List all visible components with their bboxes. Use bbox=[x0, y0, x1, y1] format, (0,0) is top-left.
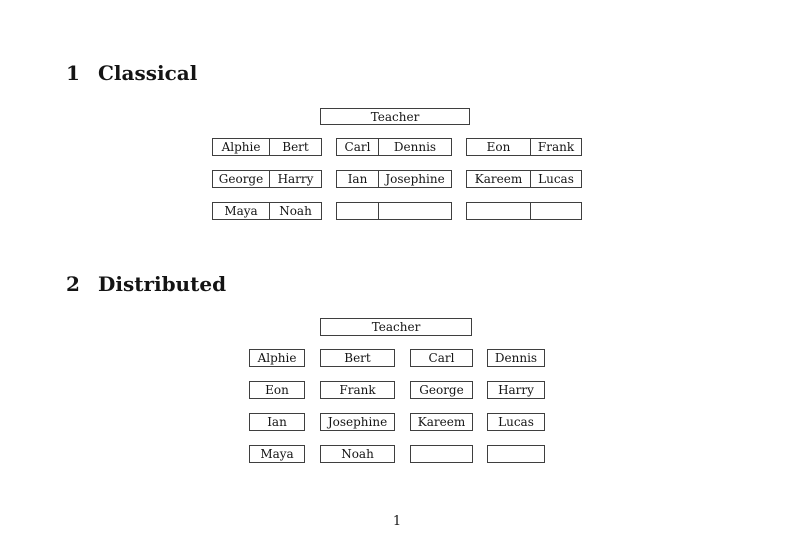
desk-cell: Harry bbox=[277, 172, 314, 186]
desk-box: Maya bbox=[249, 445, 305, 463]
desk-cell bbox=[467, 203, 531, 219]
desk-box: Kareem Lucas bbox=[466, 170, 582, 188]
desk-label: Eon bbox=[265, 383, 289, 397]
desk-cell: Ian bbox=[337, 171, 379, 187]
desk-box: Kareem bbox=[410, 413, 473, 431]
desk-box: Maya Noah bbox=[212, 202, 322, 220]
teacher-box: Teacher bbox=[320, 108, 470, 125]
desk-cell bbox=[531, 203, 581, 219]
desk-cell bbox=[379, 203, 451, 219]
desk-cell: Lucas bbox=[538, 172, 574, 186]
desk-cell: Dennis bbox=[393, 140, 437, 154]
desk-label: Harry bbox=[498, 383, 534, 397]
section-title: Distributed bbox=[98, 272, 227, 296]
desk-label: Carl bbox=[428, 351, 455, 365]
desk-box: Frank bbox=[320, 381, 395, 399]
desk-label: Lucas bbox=[498, 415, 534, 429]
section-title: Classical bbox=[98, 61, 198, 85]
desk-label: Maya bbox=[260, 447, 294, 461]
desk-cell: Frank bbox=[537, 140, 575, 154]
desk-box-empty bbox=[410, 445, 473, 463]
page-number: 1 bbox=[392, 514, 402, 529]
desk-box: George bbox=[410, 381, 473, 399]
desk-cell: Maya bbox=[213, 203, 270, 219]
desk-cell: Bert bbox=[282, 140, 309, 154]
desk-cell bbox=[337, 203, 379, 219]
section-heading-classical: 1 Classical bbox=[66, 62, 197, 84]
desk-box: Noah bbox=[320, 445, 395, 463]
desk-label: George bbox=[419, 383, 464, 397]
desk-label: Ian bbox=[267, 415, 287, 429]
section-number: 2 bbox=[66, 272, 80, 296]
desk-cell: Eon bbox=[467, 139, 531, 155]
desk-cell: Josephine bbox=[385, 172, 445, 186]
desk-box: George Harry bbox=[212, 170, 322, 188]
desk-cell: Kareem bbox=[467, 171, 531, 187]
desk-box: Alphie Bert bbox=[212, 138, 322, 156]
desk-box: Eon bbox=[249, 381, 305, 399]
desk-label: Noah bbox=[341, 447, 374, 461]
desk-label: Frank bbox=[339, 383, 376, 397]
desk-box-empty bbox=[487, 445, 545, 463]
desk-cell: Noah bbox=[279, 204, 312, 218]
desk-label: Kareem bbox=[417, 415, 466, 429]
desk-box: Carl Dennis bbox=[336, 138, 452, 156]
desk-label: Dennis bbox=[494, 351, 538, 365]
desk-box: Lucas bbox=[487, 413, 545, 431]
teacher-label: Teacher bbox=[370, 109, 420, 124]
desk-box: Ian bbox=[249, 413, 305, 431]
section-number: 1 bbox=[66, 61, 80, 85]
desk-cell: George bbox=[213, 171, 270, 187]
desk-box-empty bbox=[466, 202, 582, 220]
desk-box-empty bbox=[336, 202, 452, 220]
desk-label: Alphie bbox=[257, 351, 297, 365]
desk-box: Carl bbox=[410, 349, 473, 367]
desk-box: Alphie bbox=[249, 349, 305, 367]
desk-box: Eon Frank bbox=[466, 138, 582, 156]
desk-label: Bert bbox=[344, 351, 371, 365]
desk-box: Dennis bbox=[487, 349, 545, 367]
desk-label: Josephine bbox=[327, 415, 388, 429]
desk-box: Ian Josephine bbox=[336, 170, 452, 188]
desk-cell: Carl bbox=[337, 139, 379, 155]
desk-box: Bert bbox=[320, 349, 395, 367]
desk-box: Josephine bbox=[320, 413, 395, 431]
section-heading-distributed: 2 Distributed bbox=[66, 273, 226, 295]
teacher-box: Teacher bbox=[320, 318, 472, 336]
teacher-label: Teacher bbox=[371, 320, 421, 334]
desk-cell: Alphie bbox=[213, 139, 270, 155]
desk-box: Harry bbox=[487, 381, 545, 399]
